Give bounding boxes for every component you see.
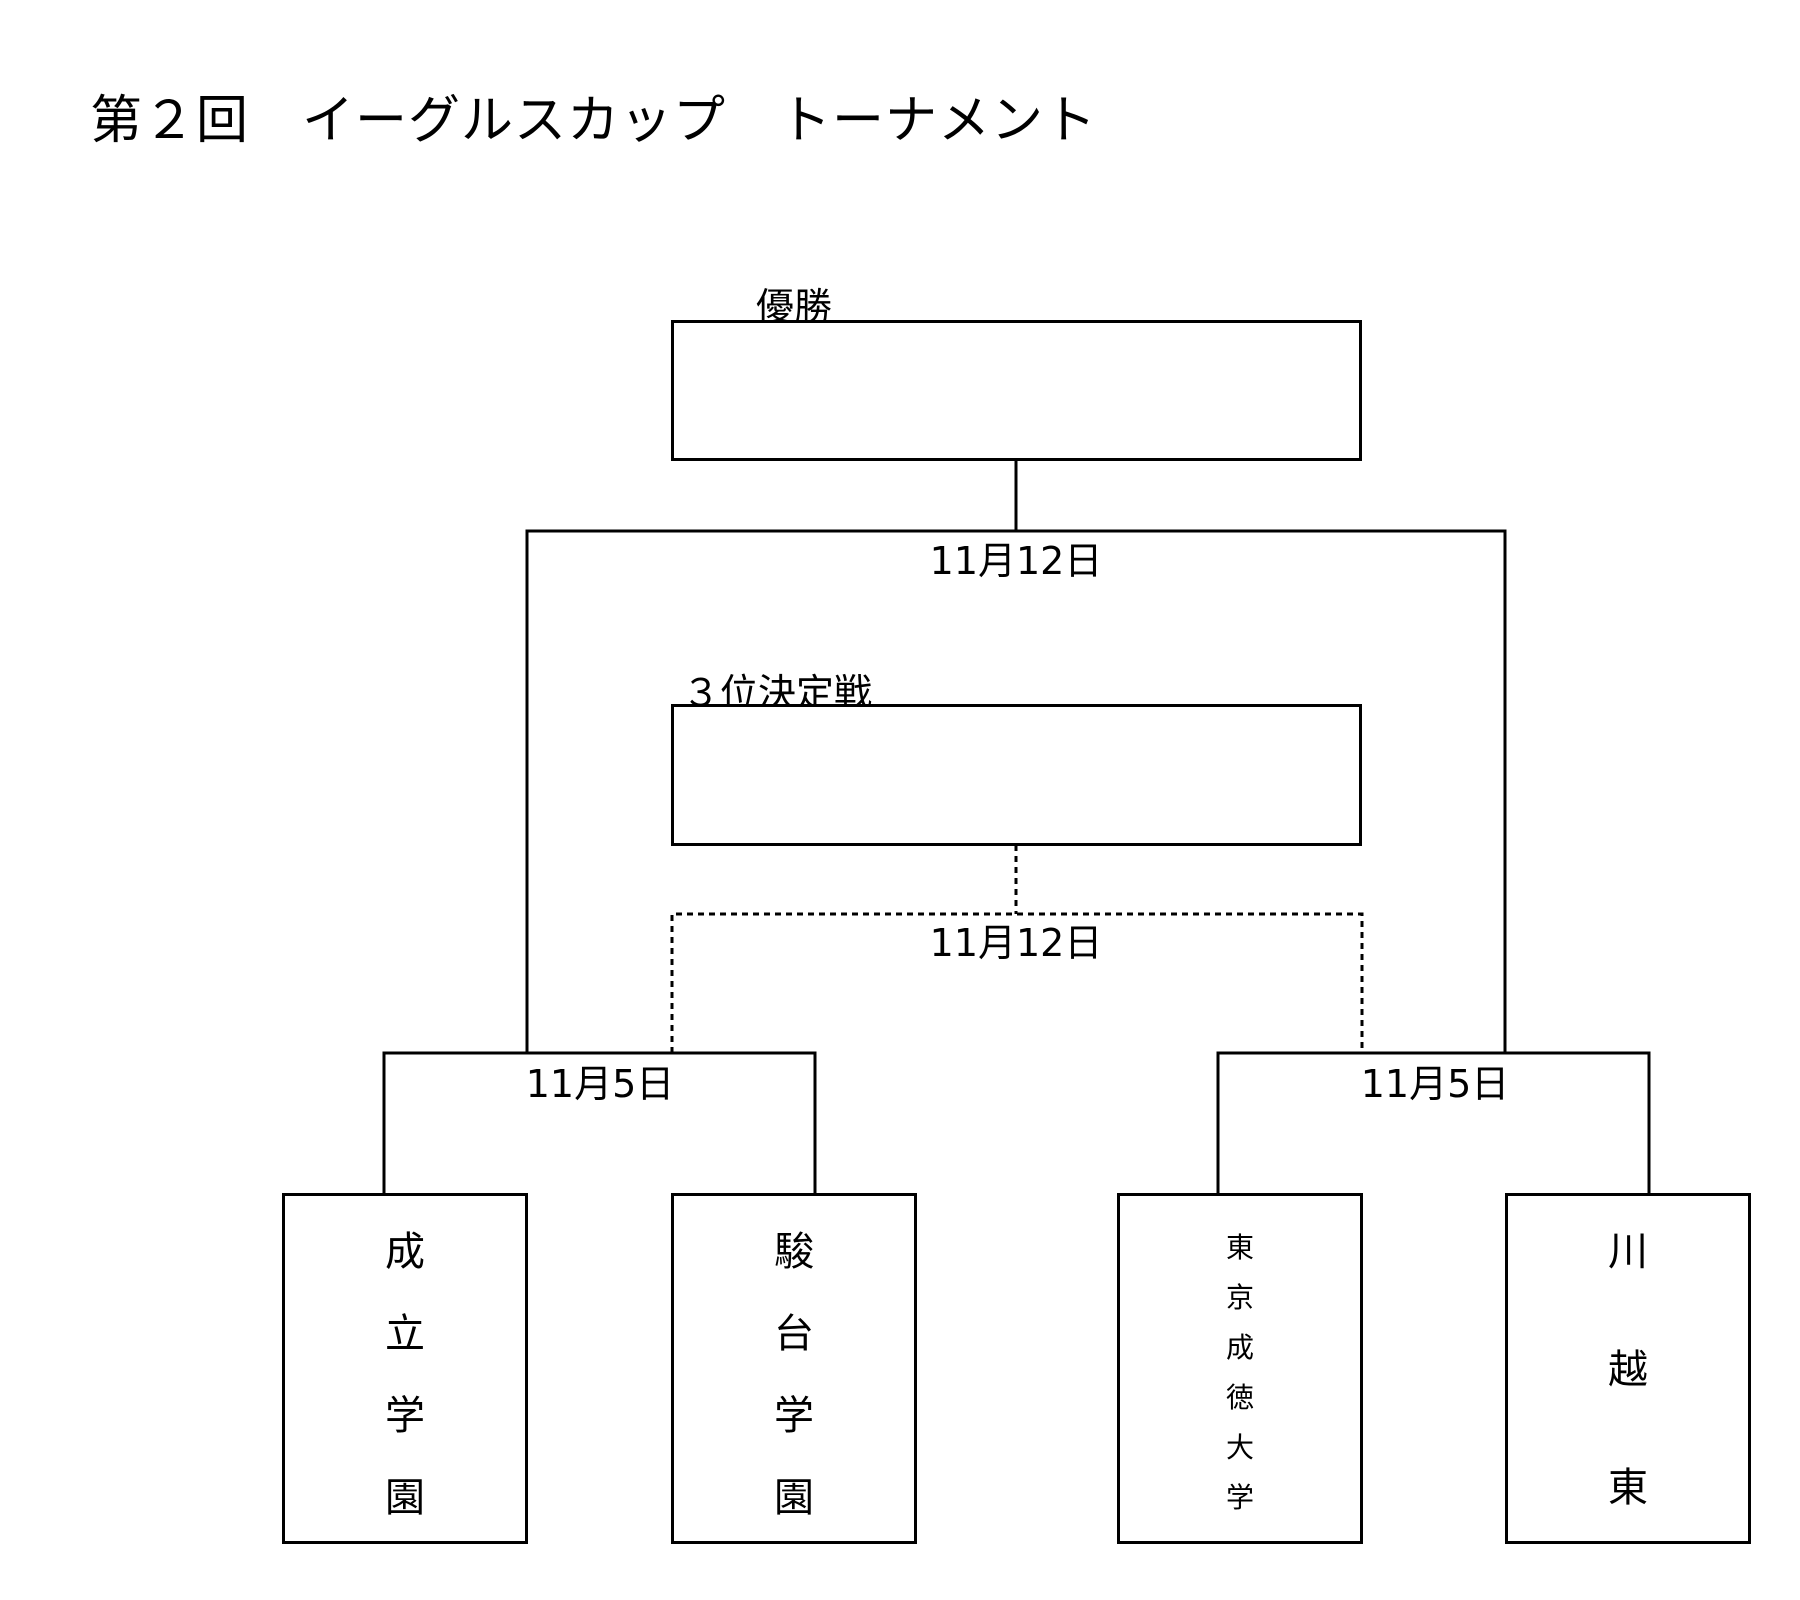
team-name-char: 駿 (774, 1229, 814, 1275)
team-name-char: 徳 (1225, 1381, 1254, 1414)
team-name-char: 学 (1225, 1481, 1254, 1514)
final-bracket-line (525, 529, 1507, 1053)
final-winner-box (671, 320, 1362, 461)
semifinal-right-bracket-line (1216, 1051, 1651, 1194)
team-name-char: 立 (385, 1311, 425, 1357)
third-place-date: 11月12日 (929, 921, 1103, 965)
page-title: 第２回 イーグルスカップ トーナメント (90, 91, 1098, 151)
team-name-char: 大 (1225, 1431, 1254, 1464)
team-name-char: 東 (1608, 1465, 1648, 1511)
team-name-char: 学 (385, 1393, 425, 1439)
semifinal-left-date: 11月5日 (525, 1062, 675, 1106)
semifinal-right-date: 11月5日 (1360, 1062, 1510, 1106)
third-place-box (671, 704, 1362, 846)
team-name-char: 台 (774, 1311, 814, 1357)
team-name-char: 園 (385, 1475, 425, 1521)
team-box-sundai-gakuen: 駿 台 学 園 (671, 1193, 917, 1544)
semifinal-left-bracket-line (382, 1051, 817, 1194)
third-place-bracket-line (670, 912, 1364, 1053)
team-name-char: 園 (774, 1475, 814, 1521)
team-name-char: 成 (385, 1229, 425, 1275)
team-name-char: 東 (1225, 1231, 1254, 1264)
team-name-char: 京 (1225, 1281, 1254, 1314)
final-date: 11月12日 (929, 539, 1103, 583)
team-name-char: 成 (1225, 1331, 1254, 1364)
team-box-kawagoe-higashi: 川 越 東 (1505, 1193, 1751, 1544)
team-name-char: 越 (1608, 1347, 1648, 1393)
team-box-tokyo-seitoku-daigaku: 東 京 成 徳 大 学 (1117, 1193, 1363, 1544)
team-name-char: 学 (774, 1393, 814, 1439)
team-name-char: 川 (1608, 1229, 1648, 1275)
team-box-seiritsu-gakuen: 成 立 学 園 (282, 1193, 528, 1544)
